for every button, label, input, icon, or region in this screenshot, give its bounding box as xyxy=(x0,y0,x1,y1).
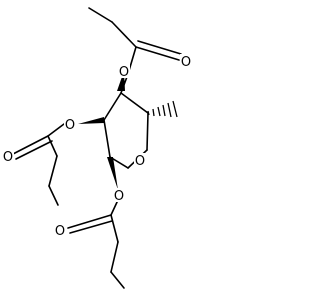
atom-o-top: O xyxy=(180,54,192,70)
atom-o-ring: O xyxy=(134,153,146,169)
svg-text:O: O xyxy=(135,154,145,169)
bond xyxy=(88,7,113,23)
hashed-bond xyxy=(147,100,178,118)
atom-o-top-ester: O xyxy=(118,64,130,80)
bond-double xyxy=(15,140,53,160)
ring-bond xyxy=(146,112,149,151)
molecule-structure: O O O O O O O xyxy=(2,7,192,289)
bond xyxy=(12,135,49,155)
atom-o-bottom-carbonyl: O xyxy=(54,223,66,239)
bond xyxy=(48,185,59,206)
bond xyxy=(110,271,125,289)
bond xyxy=(67,214,112,229)
bond xyxy=(48,155,58,187)
atom-o-left-ester: O xyxy=(64,117,76,133)
bond xyxy=(47,123,65,137)
svg-text:O: O xyxy=(55,224,65,239)
bond xyxy=(47,135,58,157)
wedge-bond xyxy=(107,157,118,190)
ring-bond xyxy=(103,119,111,158)
bond xyxy=(110,241,119,273)
svg-text:O: O xyxy=(119,65,129,80)
atom-o-bottom-ester: O xyxy=(113,188,125,204)
svg-text:O: O xyxy=(181,55,191,70)
ring-bond xyxy=(120,92,149,114)
bond-double xyxy=(69,220,113,234)
svg-text:O: O xyxy=(3,150,13,165)
atom-o-left-carbonyl: O xyxy=(2,149,14,165)
svg-text:O: O xyxy=(114,189,124,204)
bond xyxy=(111,21,137,48)
bond xyxy=(110,199,119,216)
wedge-bond xyxy=(78,117,104,124)
svg-text:O: O xyxy=(65,118,75,133)
bond-double xyxy=(137,40,182,55)
bond xyxy=(110,214,119,243)
ring-bond xyxy=(103,92,122,121)
bond xyxy=(135,46,180,61)
